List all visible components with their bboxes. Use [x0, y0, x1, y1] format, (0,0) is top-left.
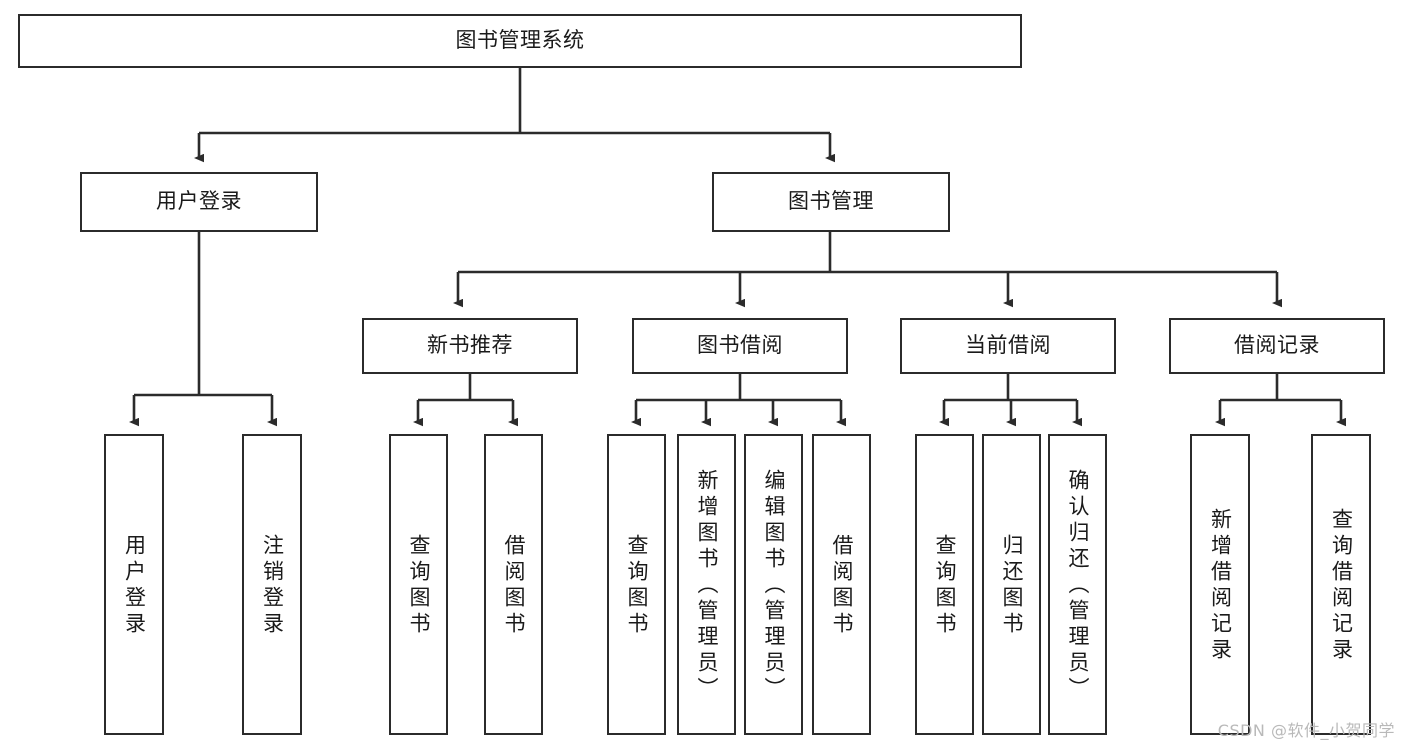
- node-label: 新增图书（管理员）: [695, 468, 719, 703]
- leaf-confirm-return[interactable]: 确认归还（管理员）: [1048, 434, 1107, 735]
- node-borrow-record[interactable]: 借阅记录: [1169, 318, 1385, 374]
- leaf-query-book-current[interactable]: 查询图书: [915, 434, 974, 735]
- node-label: 用户登录: [156, 189, 242, 214]
- node-book-borrow[interactable]: 图书借阅: [632, 318, 848, 374]
- leaf-query-borrow-record[interactable]: 查询借阅记录: [1311, 434, 1371, 735]
- leaf-borrow-book[interactable]: 借阅图书: [812, 434, 871, 735]
- node-label: 图书借阅: [697, 333, 783, 358]
- node-label: 图书管理: [788, 189, 874, 214]
- node-label: 图书管理系统: [455, 28, 585, 53]
- node-current-borrow[interactable]: 当前借阅: [900, 318, 1116, 374]
- node-book-management-system[interactable]: 图书管理系统: [18, 14, 1022, 68]
- node-label: 编辑图书（管理员）: [762, 468, 786, 703]
- node-label: 查询借阅记录: [1329, 507, 1354, 664]
- node-label: 新增借阅记录: [1208, 507, 1233, 664]
- node-label: 借阅图书: [502, 533, 526, 638]
- leaf-add-borrow-record[interactable]: 新增借阅记录: [1190, 434, 1250, 735]
- leaf-query-book-recommend[interactable]: 查询图书: [389, 434, 448, 735]
- node-label: 查询图书: [625, 533, 649, 638]
- csdn-watermark: CSDN @软件_小贺同学: [1217, 721, 1395, 740]
- node-label: 归还图书: [1000, 533, 1024, 638]
- node-label: 新书推荐: [427, 333, 513, 358]
- node-label: 注销登录: [260, 533, 285, 638]
- node-label: 用户登录: [122, 533, 147, 638]
- leaf-borrow-book-recommend[interactable]: 借阅图书: [484, 434, 543, 735]
- leaf-user-login[interactable]: 用户登录: [104, 434, 164, 735]
- node-user-login[interactable]: 用户登录: [80, 172, 318, 232]
- leaf-query-book-borrow[interactable]: 查询图书: [607, 434, 666, 735]
- leaf-logout[interactable]: 注销登录: [242, 434, 302, 735]
- leaf-edit-book[interactable]: 编辑图书（管理员）: [744, 434, 803, 735]
- node-label: 借阅记录: [1234, 333, 1320, 358]
- leaf-return-book[interactable]: 归还图书: [982, 434, 1041, 735]
- node-label: 查询图书: [407, 533, 431, 638]
- node-label: 当前借阅: [965, 333, 1051, 358]
- node-new-book-recommend[interactable]: 新书推荐: [362, 318, 578, 374]
- node-label: 确认归还（管理员）: [1066, 468, 1090, 703]
- node-label: 查询图书: [933, 533, 957, 638]
- leaf-add-book[interactable]: 新增图书（管理员）: [677, 434, 736, 735]
- node-book-management[interactable]: 图书管理: [712, 172, 950, 232]
- node-label: 借阅图书: [830, 533, 854, 638]
